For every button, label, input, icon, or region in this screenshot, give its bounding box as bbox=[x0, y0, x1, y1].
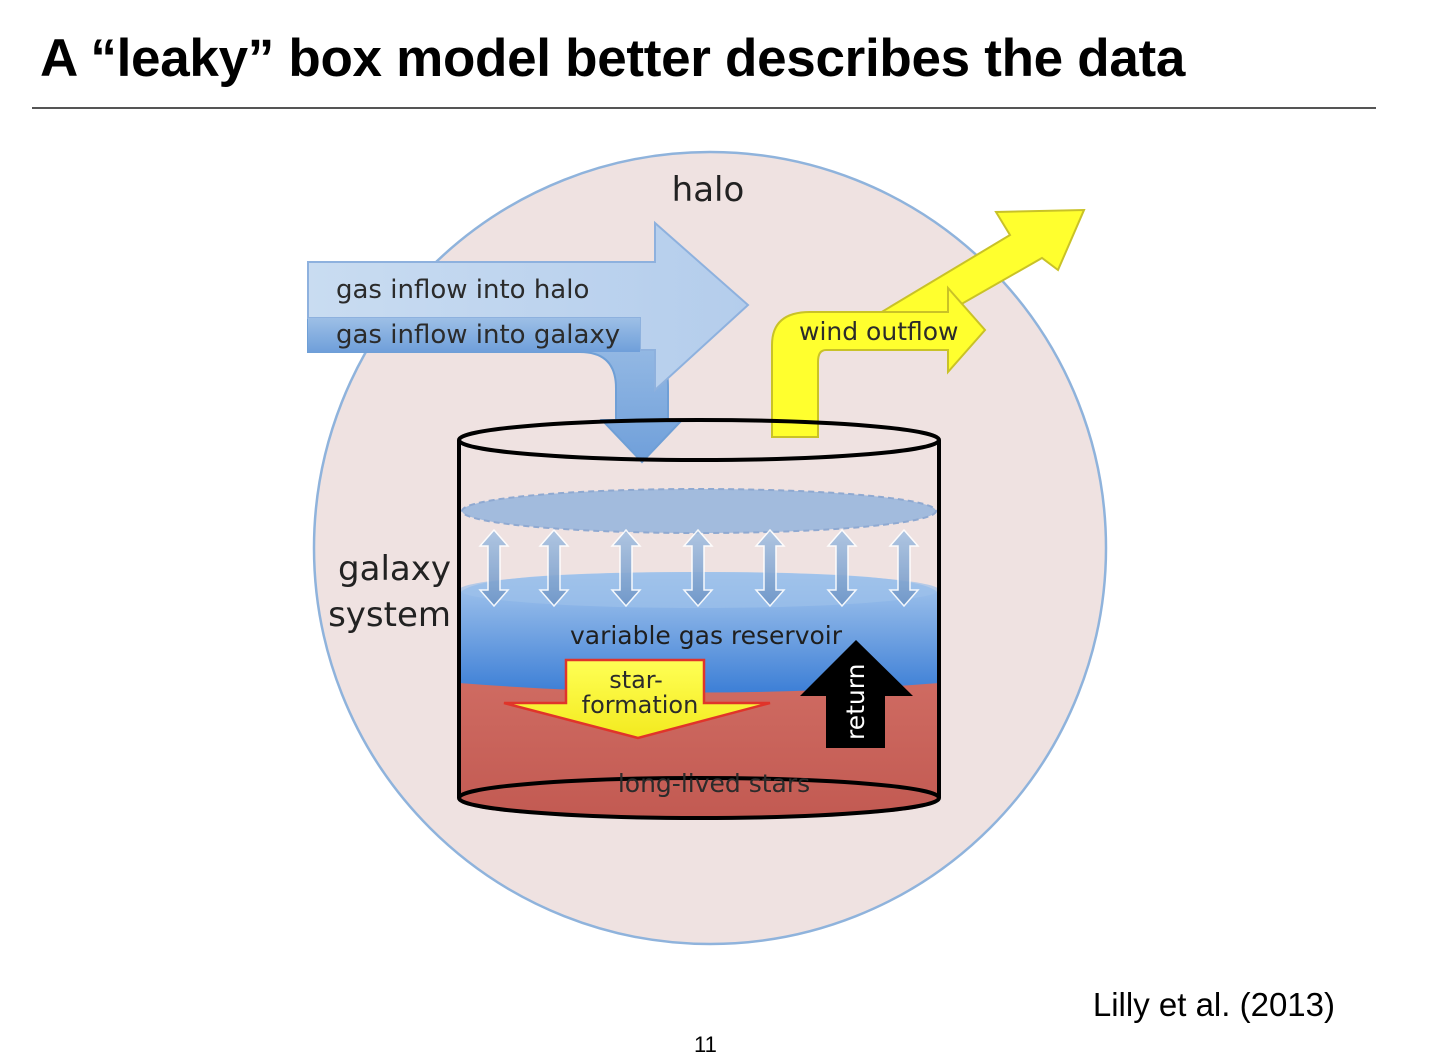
slide-title: A “leaky” box model better describes the… bbox=[40, 29, 1186, 88]
cylinder-rim bbox=[457, 418, 941, 462]
inflow-galaxy-band bbox=[308, 318, 640, 352]
citation: Lilly et al. (2013) bbox=[1092, 986, 1335, 1023]
inflow-halo-label: gas inflow into halo bbox=[336, 275, 589, 305]
exchange-arrow-2 bbox=[538, 528, 570, 608]
gas-cloud-ellipse bbox=[461, 488, 937, 534]
page-number: 11 bbox=[694, 1032, 717, 1057]
star-formation-label-line1: star- bbox=[609, 666, 663, 694]
exchange-arrow-4 bbox=[682, 528, 714, 608]
stars-label: long-lived stars bbox=[618, 769, 810, 798]
halo-label: halo bbox=[672, 170, 745, 210]
galaxy-label-line2: system bbox=[328, 595, 451, 635]
return-arrow bbox=[800, 640, 913, 748]
exchange-arrow-3 bbox=[610, 528, 642, 608]
title-divider bbox=[32, 107, 1376, 109]
exchange-arrow-5 bbox=[754, 528, 786, 608]
star-formation-arrow bbox=[503, 658, 771, 740]
exchange-arrow-1 bbox=[478, 528, 510, 608]
return-label: return bbox=[841, 664, 870, 740]
galaxy-label-line1: galaxy bbox=[338, 549, 451, 589]
wind-outflow-arrow bbox=[771, 285, 987, 438]
wind-outflow-label: wind outflow bbox=[799, 317, 959, 346]
reservoir-label: variable gas reservoir bbox=[570, 621, 843, 650]
exchange-arrows bbox=[478, 528, 920, 608]
star-formation-label-line2: formation bbox=[582, 691, 699, 719]
inflow-galaxy-label: gas inflow into galaxy bbox=[336, 320, 620, 350]
exchange-arrow-7 bbox=[888, 528, 920, 608]
exchange-arrow-6 bbox=[826, 528, 858, 608]
